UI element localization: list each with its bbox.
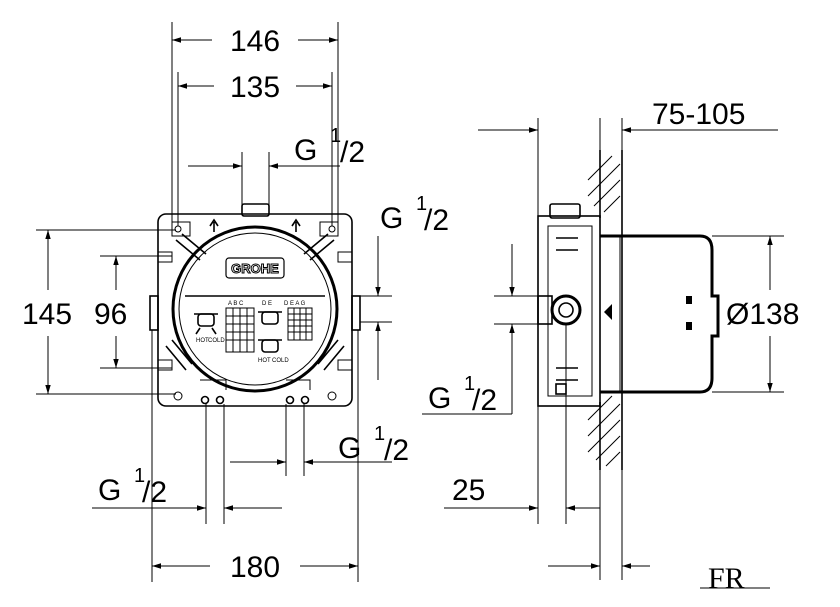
left-side-stub bbox=[149, 295, 159, 331]
mixer-symbol-left bbox=[194, 313, 218, 335]
svg-text:1: 1 bbox=[416, 193, 427, 215]
dim-145: 145 bbox=[22, 298, 72, 331]
side-connector-flange bbox=[537, 295, 553, 325]
bottom-port-4 bbox=[300, 395, 310, 405]
front-view: GROHE A B C D E bbox=[22, 22, 449, 584]
mixer-symbol-mid bbox=[258, 311, 282, 353]
svg-text:G: G bbox=[338, 432, 361, 465]
side-top-stub bbox=[549, 203, 581, 219]
svg-text:/2: /2 bbox=[472, 384, 497, 417]
brand-text: GROHE bbox=[231, 261, 279, 276]
right-tab-low bbox=[337, 359, 352, 371]
valve-body-circle bbox=[171, 225, 339, 393]
svg-text:G: G bbox=[380, 202, 403, 235]
bottom-port-3 bbox=[285, 395, 295, 405]
svg-text:1: 1 bbox=[330, 125, 341, 147]
svg-text:G: G bbox=[428, 382, 451, 415]
dim-25: 25 bbox=[452, 474, 485, 507]
label-g-half-side: G 1 /2 bbox=[428, 373, 497, 417]
label-g-half-bottom-left: G 1 /2 bbox=[98, 465, 167, 509]
corner-bracket-tl bbox=[171, 221, 207, 261]
dim-180: 180 bbox=[230, 551, 280, 584]
watermark-logo: FR bbox=[700, 562, 770, 595]
label-g-half-bottom-right: G 1 /2 bbox=[338, 423, 409, 467]
right-tab bbox=[337, 251, 352, 263]
bottom-port-right-frame bbox=[286, 379, 311, 390]
svg-text:FR: FR bbox=[708, 562, 745, 595]
svg-text:G: G bbox=[294, 134, 317, 167]
dim-135: 135 bbox=[230, 71, 280, 104]
bottom-port-1 bbox=[200, 395, 210, 405]
dim-75-105: 75-105 bbox=[652, 98, 745, 131]
svg-text:1: 1 bbox=[374, 423, 385, 445]
svg-text:D E A G: D E A G bbox=[284, 301, 306, 307]
up-arrow-right bbox=[291, 218, 301, 232]
svg-text:A B C: A B C bbox=[228, 301, 244, 307]
left-tab-low bbox=[158, 359, 173, 371]
top-inlet-stub bbox=[241, 203, 270, 217]
svg-text:D E: D E bbox=[262, 301, 272, 307]
svg-text:/2: /2 bbox=[384, 434, 409, 467]
svg-text:1: 1 bbox=[464, 373, 475, 395]
svg-text:HOT: HOT bbox=[258, 358, 271, 364]
dim-146: 146 bbox=[230, 25, 280, 58]
corner-bracket-tr bbox=[303, 221, 339, 261]
side-inner-frame bbox=[547, 225, 593, 397]
side-connector-inner bbox=[558, 302, 574, 318]
dim-diameter-138: Ø138 bbox=[726, 298, 799, 331]
svg-text:COLD: COLD bbox=[272, 358, 289, 364]
svg-text:/2: /2 bbox=[424, 204, 449, 237]
side-connector-outer bbox=[550, 294, 582, 326]
bottom-port-left-frame bbox=[200, 379, 227, 390]
svg-text:COLD: COLD bbox=[208, 338, 225, 344]
svg-text:G: G bbox=[98, 474, 121, 507]
corner-bracket-br bbox=[317, 339, 345, 401]
brand-badge bbox=[225, 257, 285, 279]
right-side-stub bbox=[351, 295, 361, 331]
label-g-half-right: G 1 /2 bbox=[380, 193, 449, 237]
bottom-port-2 bbox=[215, 395, 225, 405]
corner-bracket-bl bbox=[165, 339, 193, 401]
up-arrow-left bbox=[209, 218, 219, 232]
svg-text:1: 1 bbox=[134, 465, 145, 487]
function-panel: A B C D E D E A G HOT COLD HOT COLD bbox=[194, 301, 313, 364]
mounting-plate bbox=[157, 213, 353, 407]
side-body-cylinder bbox=[600, 234, 720, 394]
wall-hatch bbox=[587, 150, 623, 470]
side-mounting-frame bbox=[537, 215, 601, 407]
svg-text:/2: /2 bbox=[142, 476, 167, 509]
svg-text:/2: /2 bbox=[340, 136, 365, 169]
diagram-grid-a bbox=[225, 307, 255, 353]
left-tab bbox=[158, 251, 173, 263]
diagram-grid-b bbox=[287, 307, 313, 341]
dim-96: 96 bbox=[94, 298, 127, 331]
svg-text:HOT: HOT bbox=[196, 338, 209, 344]
label-g-half-top: G 1 /2 bbox=[294, 125, 365, 169]
side-view: 75-105 Ø138 G 1 /2 25 bbox=[422, 98, 799, 580]
valve-body-inner bbox=[178, 232, 332, 386]
